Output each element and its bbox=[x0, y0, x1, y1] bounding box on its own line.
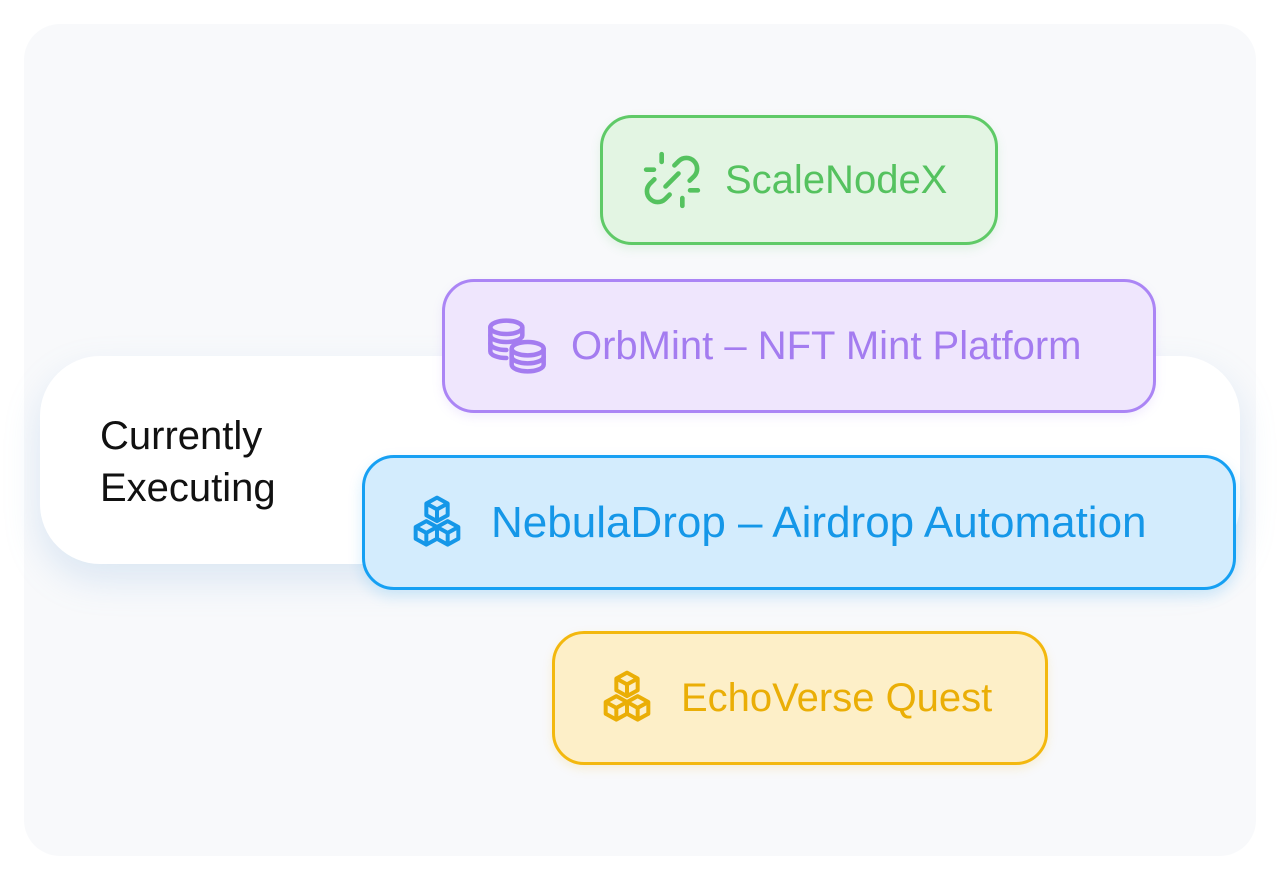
project-pill-scalenodex[interactable]: ScaleNodeX bbox=[600, 115, 998, 245]
broken-link-icon bbox=[641, 149, 703, 211]
project-name: OrbMint – NFT Mint Platform bbox=[571, 323, 1082, 368]
project-name: EchoVerse Quest bbox=[681, 675, 993, 720]
project-pill-orbmint[interactable]: OrbMint – NFT Mint Platform bbox=[442, 279, 1156, 413]
project-name: NebulaDrop – Airdrop Automation bbox=[491, 497, 1147, 547]
project-pill-nebuladrop[interactable]: NebulaDrop – Airdrop Automation bbox=[362, 455, 1236, 590]
currently-executing-label: Currently Executing bbox=[100, 414, 276, 510]
project-pill-echoverse[interactable]: EchoVerse Quest bbox=[552, 631, 1048, 765]
cubes-stack-icon bbox=[405, 491, 469, 555]
coins-stack-icon bbox=[485, 314, 549, 378]
project-name: ScaleNodeX bbox=[725, 157, 948, 202]
cubes-stack-icon bbox=[595, 666, 659, 730]
